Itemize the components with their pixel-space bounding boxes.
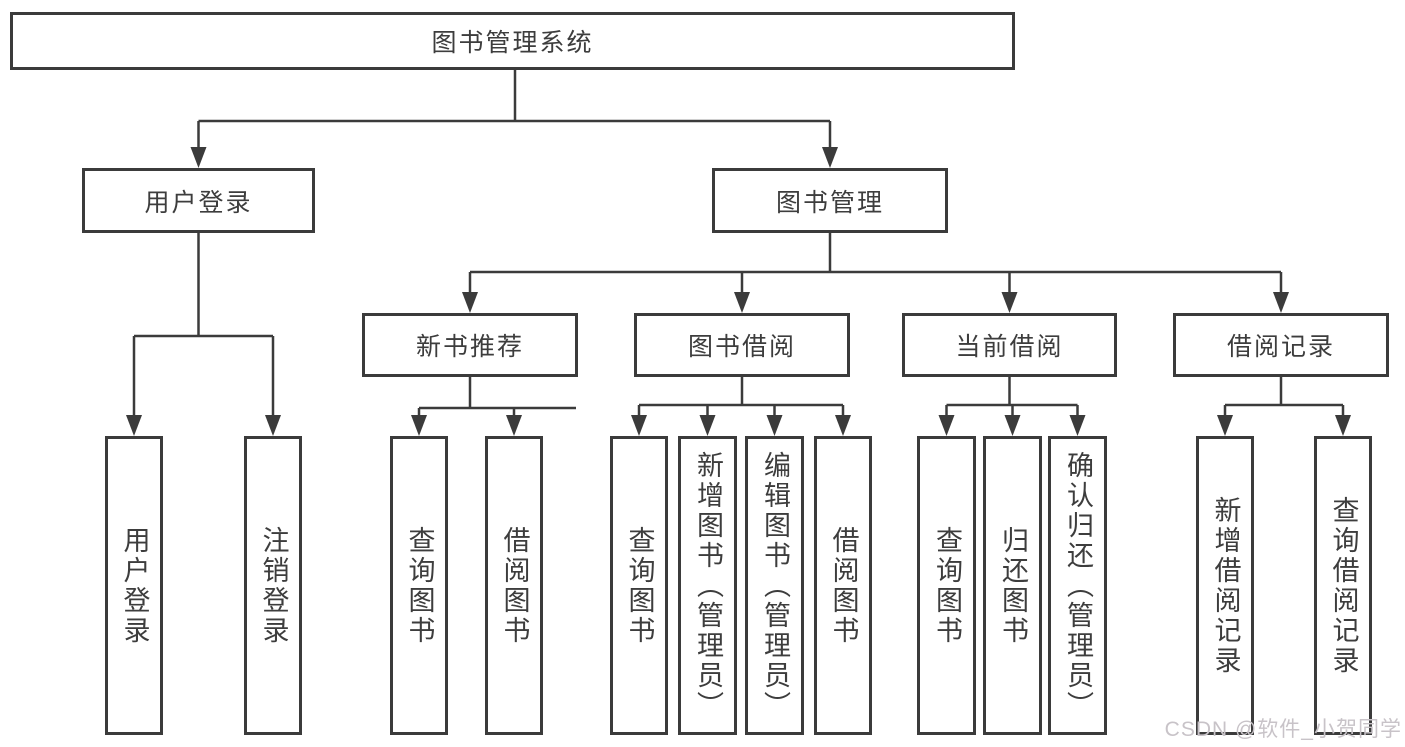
leaf-borrow-books-recommend: 借阅图书 — [485, 436, 543, 735]
leaf-return-books: 归还图书 — [983, 436, 1042, 735]
node-new-book-recommend: 新书推荐 — [362, 313, 578, 377]
leaf-label: 编辑图书（管理员） — [760, 450, 790, 721]
leaf-borrow-books-borrowing: 借阅图书 — [814, 436, 872, 735]
leaf-label: 查询图书 — [404, 525, 435, 646]
leaf-edit-book-admin: 编辑图书（管理员） — [745, 436, 804, 735]
node-library-management-system: 图书管理系统 — [10, 12, 1015, 70]
leaf-add-book-admin: 新增图书（管理员） — [678, 436, 737, 735]
leaf-label: 新增借阅记录 — [1210, 495, 1241, 676]
node-current-borrowing: 当前借阅 — [902, 313, 1117, 377]
leaf-label: 借阅图书 — [499, 525, 530, 646]
leaf-logout: 注销登录 — [244, 436, 302, 735]
node-book-borrowing: 图书借阅 — [634, 313, 850, 377]
leaf-query-books-recommend: 查询图书 — [390, 436, 448, 735]
leaf-user-login: 用户登录 — [105, 436, 163, 735]
leaf-label: 确认归还（管理员） — [1063, 450, 1093, 721]
leaf-label: 注销登录 — [258, 525, 289, 646]
node-user-login: 用户登录 — [82, 168, 315, 233]
leaf-query-books-current: 查询图书 — [917, 436, 976, 735]
leaf-label: 借阅图书 — [828, 525, 859, 646]
leaf-add-borrow-record: 新增借阅记录 — [1196, 436, 1254, 735]
leaf-label: 新增图书（管理员） — [693, 450, 723, 721]
arrowheads — [126, 147, 1351, 436]
leaf-label: 查询图书 — [624, 525, 655, 646]
leaf-query-books-borrowing: 查询图书 — [610, 436, 668, 735]
leaf-confirm-return-admin: 确认归还（管理员） — [1048, 436, 1107, 735]
leaf-query-borrow-record: 查询借阅记录 — [1314, 436, 1372, 735]
leaf-label: 归还图书 — [998, 525, 1028, 646]
csdn-watermark: CSDN @软件_小贺同学 — [1164, 718, 1402, 741]
node-borrowing-records: 借阅记录 — [1173, 313, 1389, 377]
leaf-label: 查询借阅记录 — [1328, 495, 1359, 676]
leaf-label: 用户登录 — [119, 525, 150, 646]
leaf-label: 查询图书 — [932, 525, 962, 646]
node-book-management: 图书管理 — [712, 168, 948, 233]
